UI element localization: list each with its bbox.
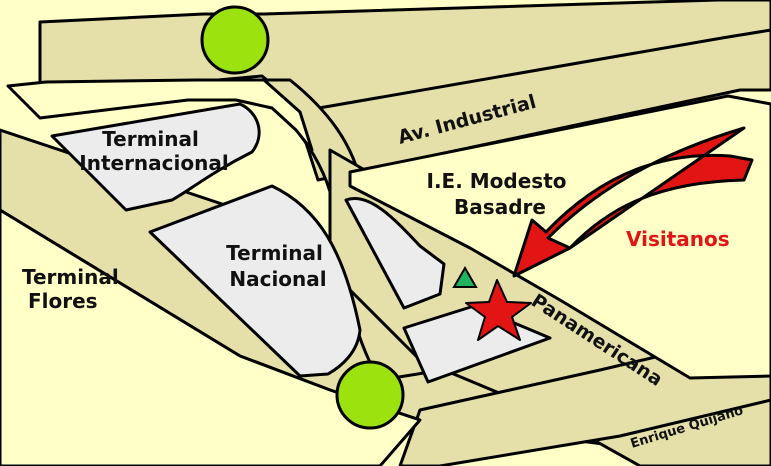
west-block — [0, 208, 422, 466]
terminal-nacional-label: Terminal Nacional — [226, 241, 330, 291]
school-block — [348, 94, 771, 380]
roundabout-north — [200, 5, 270, 75]
school-label: I.E. Modesto Basadre — [427, 169, 574, 219]
northwest-block — [6, 78, 314, 152]
visitanos-label: Visitanos — [626, 227, 730, 251]
curved-arrow-icon — [512, 126, 754, 278]
roundabout-south — [335, 360, 405, 430]
av-industrial-road — [294, 28, 771, 182]
terminal-internacional-block — [50, 102, 261, 212]
central-triangle-block — [344, 197, 446, 310]
star-icon — [465, 279, 532, 341]
terminal-nacional-block — [148, 184, 362, 378]
terminal-internacional-label: Terminal Internacional — [79, 127, 228, 175]
triangle-icon — [452, 266, 478, 288]
terminal-flores-label: Terminal Flores — [22, 265, 126, 313]
